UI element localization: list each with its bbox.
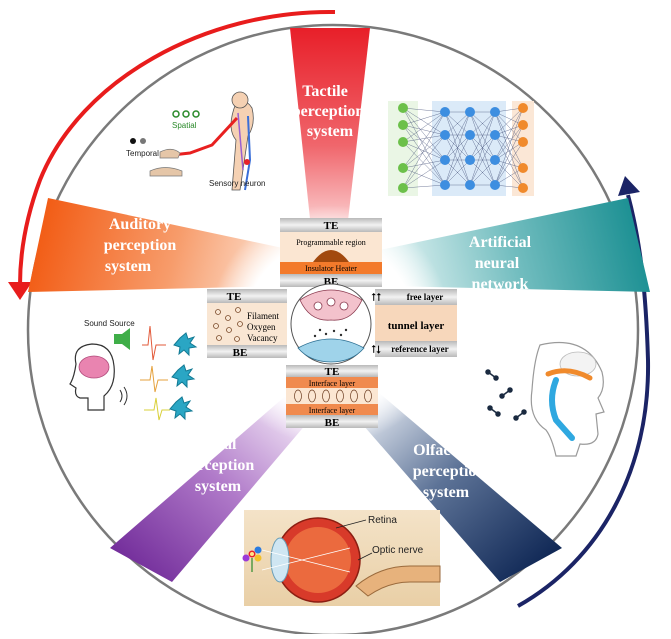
spike-waveform-2 bbox=[140, 365, 168, 393]
arm-nerve-red bbox=[171, 116, 239, 157]
ann-label-line3: network bbox=[472, 276, 529, 293]
auditory-label-line3: system bbox=[105, 258, 152, 275]
spike-waveform-1 bbox=[142, 325, 166, 361]
device-right-mtj: ⭡⭡ free layer tunnel layer ⭡⭣ reference … bbox=[371, 289, 457, 357]
auditory-illustration: Sound Source bbox=[69, 319, 198, 421]
visual-illustration: Retina Optic nerve bbox=[242, 510, 441, 606]
oxygen-vacancy-dots bbox=[213, 307, 243, 342]
device-bottom-interface1-label: Interface layer bbox=[309, 379, 356, 388]
ann-ray bbox=[380, 198, 650, 292]
hidden-nodes bbox=[440, 107, 500, 190]
tactile-illustration: Spatial Temporal Sensory neuron bbox=[126, 91, 265, 191]
retina-label: Retina bbox=[368, 515, 397, 526]
temporal-label: Temporal bbox=[126, 149, 159, 158]
spike-waveform-3 bbox=[144, 397, 170, 421]
device-bottom-interface2-label: Interface layer bbox=[309, 406, 356, 415]
auditory-label-line2: perception bbox=[104, 237, 177, 254]
ann-connections bbox=[402, 107, 524, 189]
device-left-filament-label: Filament bbox=[247, 311, 279, 321]
red-arrowhead bbox=[8, 282, 32, 300]
device-top-heater-label: Insulator Heater bbox=[305, 264, 357, 273]
speaker-icon bbox=[114, 328, 130, 350]
device-left-be-label: BE bbox=[233, 347, 248, 359]
tactile-ray bbox=[290, 28, 370, 238]
input-nodes bbox=[398, 103, 408, 193]
ann-label: Artificial neural network bbox=[469, 234, 532, 293]
hand-icon bbox=[149, 167, 183, 177]
red-cycle-arrow bbox=[18, 9, 336, 286]
tactile-label-line2: perception bbox=[292, 103, 365, 120]
olfactory-illustration bbox=[485, 341, 605, 457]
visual-ray bbox=[110, 392, 318, 582]
tactile-label-line1: Tactile bbox=[302, 83, 348, 100]
auditory-label: Auditory perception system bbox=[104, 216, 177, 275]
olfactory-ray bbox=[350, 392, 562, 582]
device-bottom-be-label: BE bbox=[325, 417, 340, 429]
sensory-neuron-label: Sensory neuron bbox=[209, 179, 265, 188]
synapse-icon bbox=[290, 283, 372, 365]
output-nodes bbox=[518, 103, 528, 193]
device-bottom-te-label: TE bbox=[325, 366, 340, 378]
olfactory-label-line3: system bbox=[423, 484, 470, 501]
visual-label-line1: Visual bbox=[194, 436, 238, 453]
up-arrows-glyph: ⭡⭡ bbox=[371, 292, 381, 304]
device-bottom-ferroelectric: TE Interface layer Interface layer BE bbox=[286, 365, 378, 429]
olfactory-label-line2: perception bbox=[413, 463, 486, 480]
navy-arrowhead bbox=[618, 176, 640, 196]
visual-label-line3: system bbox=[195, 478, 242, 495]
auditory-label-line1: Auditory bbox=[109, 216, 171, 233]
device-top-region-label: Programmable region bbox=[296, 238, 366, 247]
olfactory-label: Olfactory perception system bbox=[413, 442, 486, 501]
device-left-oxygen-label: Oxygen bbox=[247, 322, 276, 332]
optic-nerve-icon bbox=[355, 565, 441, 597]
neuron-cells bbox=[169, 332, 198, 421]
flower-icon bbox=[242, 546, 262, 572]
visual-label: Visual perception system bbox=[182, 436, 255, 495]
tactile-label-line3: system bbox=[307, 123, 354, 140]
ann-illustration bbox=[388, 101, 534, 196]
device-left-rram: TE Filament Oxygen Vacancy BE bbox=[207, 289, 287, 359]
up-down-arrows-glyph: ⭡⭣ bbox=[371, 344, 382, 356]
device-right-free-label: free layer bbox=[407, 292, 444, 302]
odor-molecules-icon bbox=[485, 369, 527, 421]
optic-nerve-label: Optic nerve bbox=[372, 545, 424, 556]
dipole-ellipses bbox=[294, 389, 372, 403]
device-top-te-label: TE bbox=[324, 220, 339, 232]
device-right-reference-label: reference layer bbox=[391, 344, 448, 354]
brain-icon bbox=[78, 355, 110, 379]
tactile-label: Tactile perception system bbox=[292, 83, 365, 140]
device-left-vacancy-label: Vacancy bbox=[247, 333, 278, 343]
sound-source-label: Sound Source bbox=[84, 319, 135, 328]
spine-nerve-blue bbox=[244, 115, 252, 191]
output-layer-bg bbox=[512, 101, 534, 196]
nasal-airway-icon bbox=[549, 377, 575, 441]
device-left-te-label: TE bbox=[227, 291, 242, 303]
olfactory-bulb-icon bbox=[545, 368, 593, 381]
olfactory-label-line1: Olfactory bbox=[413, 442, 479, 459]
visual-label-line2: perception bbox=[182, 457, 255, 474]
device-right-tunnel-label: tunnel layer bbox=[388, 320, 445, 332]
ann-label-line2: neural bbox=[475, 255, 520, 272]
lens-icon bbox=[270, 537, 290, 583]
spatial-label: Spatial bbox=[172, 121, 197, 130]
input-layer-bg bbox=[388, 101, 418, 196]
ann-label-line1: Artificial bbox=[469, 234, 532, 251]
device-top-phase-change: TE Programmable region Insulator Heater … bbox=[280, 218, 382, 288]
